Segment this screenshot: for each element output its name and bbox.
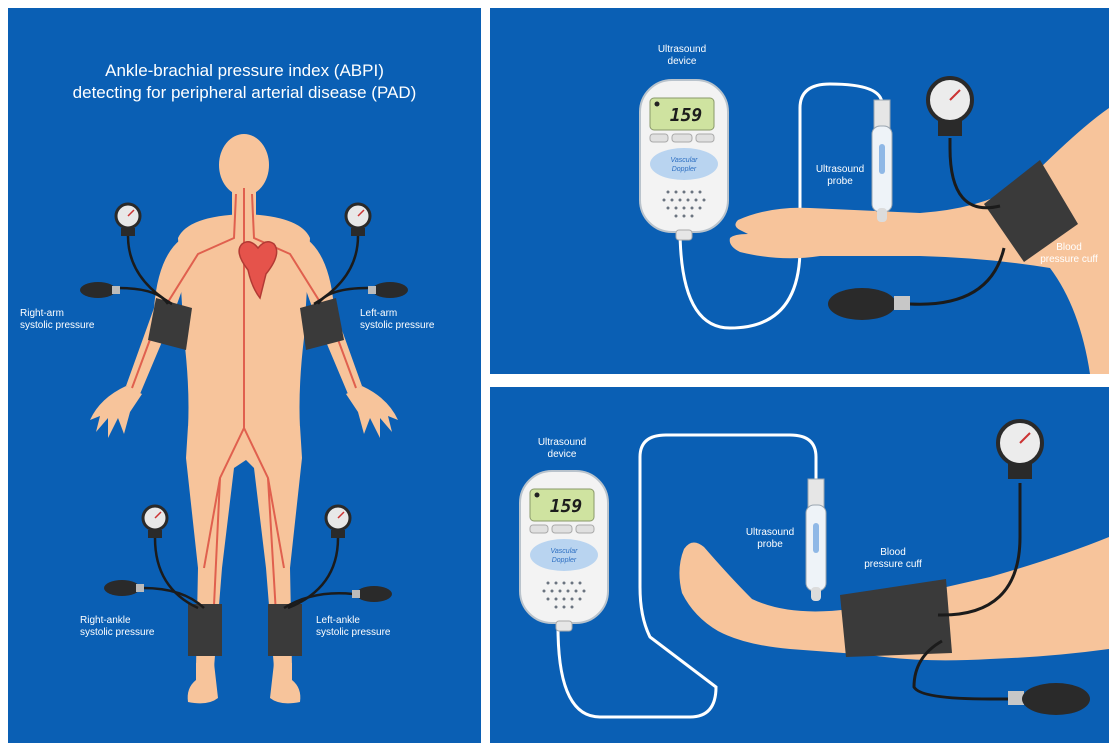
leg-device-label: Ultrasound device	[530, 437, 594, 461]
device-brand-line2: Doppler	[672, 166, 697, 173]
body-illustration	[8, 8, 481, 743]
right-ankle-label: Right-ankle systolic pressure	[80, 615, 154, 639]
arm-device-label: Ultrasound device	[650, 44, 714, 68]
bulb-icon	[1008, 683, 1090, 715]
gauge-icon	[116, 204, 140, 236]
ultrasound-device-icon: 159 Vascular Doppler	[520, 471, 608, 631]
left-arm-label: Left-arm systolic pressure	[360, 308, 434, 332]
bulb-icon	[368, 282, 408, 298]
bulb-icon	[352, 586, 392, 602]
ultrasound-probe-icon	[872, 100, 892, 222]
gauge-icon	[998, 421, 1042, 479]
ultrasound-device-icon: 159 Vascular Doppler	[640, 80, 728, 240]
gauge-icon	[346, 204, 370, 236]
leg-measurement-panel: 159 Vascular Doppler Ultrasound device U…	[490, 387, 1109, 743]
gauge-icon	[143, 506, 167, 538]
right-arm-label: Right-arm systolic pressure	[20, 308, 94, 332]
abpi-body-panel: Ankle-brachial pressure index (ABPI) det…	[8, 8, 481, 743]
gauge-icon	[326, 506, 350, 538]
device-display-value: 159	[670, 105, 703, 126]
arm-probe-label: Ultrasound probe	[810, 164, 870, 188]
bulb-icon	[80, 282, 120, 298]
arm-measurement-panel: 159 Vascular Doppler Ultrasound device U…	[490, 8, 1109, 374]
device-brand-line2: Doppler	[552, 557, 577, 564]
arm-illustration: 159 Vascular Doppler	[490, 8, 1109, 374]
ultrasound-probe-icon	[806, 479, 826, 601]
device-brand-line1: Vascular	[551, 548, 579, 555]
arm-cuff-label: Blood pressure cuff	[1034, 242, 1104, 266]
left-ankle-cuff	[268, 604, 302, 656]
leg-cuff-label: Blood pressure cuff	[858, 547, 928, 571]
device-display-value: 159	[550, 496, 583, 517]
bulb-icon	[828, 288, 910, 320]
gauge-icon	[928, 78, 972, 136]
bulb-icon	[104, 580, 144, 596]
right-ankle-cuff	[188, 604, 222, 656]
device-brand-line1: Vascular	[671, 157, 699, 164]
left-ankle-label: Left-ankle systolic pressure	[316, 615, 390, 639]
leg-probe-label: Ultrasound probe	[740, 527, 800, 551]
